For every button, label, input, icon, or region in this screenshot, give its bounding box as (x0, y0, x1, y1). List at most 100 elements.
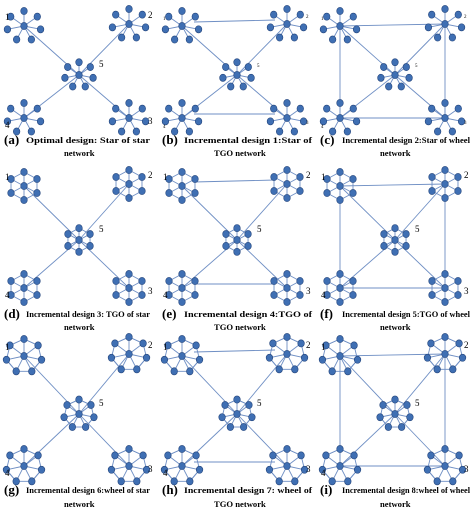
panel-c-letter: (c) (320, 132, 334, 147)
network-node (194, 25, 203, 34)
network-node (60, 413, 68, 422)
network-node (89, 73, 97, 82)
network-node (138, 104, 146, 113)
panel-i-caption-line1: Incremental design 8:wheel of wheel (342, 485, 471, 495)
network-node (6, 341, 14, 350)
network-node (344, 367, 352, 376)
network-node (391, 71, 399, 79)
network-node (318, 465, 327, 474)
network-node (161, 117, 170, 126)
link-3-5 (394, 413, 446, 467)
network-node (178, 270, 186, 278)
label-cluster-4: 4 (5, 468, 10, 478)
network-node (283, 270, 291, 278)
network-node (458, 353, 467, 362)
network-node (245, 401, 253, 409)
label-cluster-4: 4 (163, 290, 168, 300)
network-node (336, 445, 344, 453)
panel-d-caption-line1: Incremental design 3: TGO of star (26, 309, 150, 319)
link-3-5 (236, 74, 288, 119)
network-node (108, 117, 117, 126)
network-node (20, 114, 28, 122)
network-node (380, 230, 388, 238)
network-node (191, 277, 199, 285)
network-node (352, 25, 361, 34)
network-node (75, 71, 83, 79)
link-4-5 (339, 413, 396, 467)
network-node (441, 20, 449, 28)
label-cluster-3: 3 (306, 286, 311, 296)
network-node (319, 25, 328, 34)
network-node (240, 423, 248, 431)
network-node (376, 413, 384, 422)
link-4-5 (339, 74, 396, 119)
network-node (195, 465, 204, 474)
network-node (441, 350, 449, 358)
network-node (455, 451, 463, 460)
network-node (118, 33, 126, 42)
label-cluster-2: 2 (306, 15, 309, 20)
network-node (336, 284, 344, 292)
panel-h-caption-line2: TGO network (214, 499, 266, 509)
network-node (61, 73, 69, 82)
network-node (227, 82, 235, 91)
label-cluster-4: 4 (163, 468, 168, 478)
label-cluster-3: 3 (464, 286, 469, 296)
network-node (403, 401, 411, 409)
network-node (318, 355, 327, 364)
network-node (433, 365, 441, 374)
network-node (165, 291, 173, 299)
label-cluster-2: 2 (464, 15, 467, 20)
network-node (233, 410, 241, 418)
panel-a-caption-line2: network (64, 148, 95, 158)
network-node (336, 168, 344, 176)
network-node (244, 242, 252, 250)
network-node (384, 423, 392, 431)
network-node (336, 196, 344, 204)
network-node (349, 175, 357, 183)
network-node (111, 451, 119, 460)
label-cluster-3: 3 (464, 464, 469, 474)
network-node (178, 335, 186, 343)
network-node (7, 175, 15, 183)
network-node (160, 355, 169, 364)
network-node (81, 82, 89, 91)
network-node (323, 104, 331, 113)
panel-c-nodes (319, 5, 466, 136)
network-node (125, 298, 133, 306)
link-2-5 (78, 23, 130, 76)
label-cluster-1: 1 (163, 17, 166, 22)
network-node (2, 355, 11, 364)
network-node (178, 168, 186, 176)
network-node (297, 451, 305, 460)
network-node (33, 277, 41, 285)
network-node (7, 189, 15, 197)
label-cluster-3: 3 (464, 121, 467, 126)
network-node (87, 401, 95, 409)
network-node (112, 173, 120, 181)
panel-d-letter: (d) (4, 306, 20, 321)
panel-d-nodes (7, 166, 146, 306)
network-node (2, 465, 11, 474)
network-node (7, 104, 15, 113)
network-node (455, 339, 463, 348)
label-cluster-1: 1 (321, 172, 326, 182)
network-node (68, 423, 76, 431)
network-node (275, 365, 283, 374)
network-node (194, 117, 203, 126)
network-node (69, 82, 77, 91)
network-node (233, 71, 241, 79)
network-node (291, 477, 299, 486)
network-node (171, 35, 179, 44)
panel-a-caption-line1: Optimal design: Star of star (26, 135, 150, 145)
panel-e-caption-line1: Incremental design 4:TGO of (184, 309, 312, 319)
network-node (391, 410, 399, 418)
panel-f-nodes (323, 166, 462, 306)
network-node (86, 63, 94, 71)
network-node (283, 298, 291, 306)
network-node (291, 365, 299, 374)
